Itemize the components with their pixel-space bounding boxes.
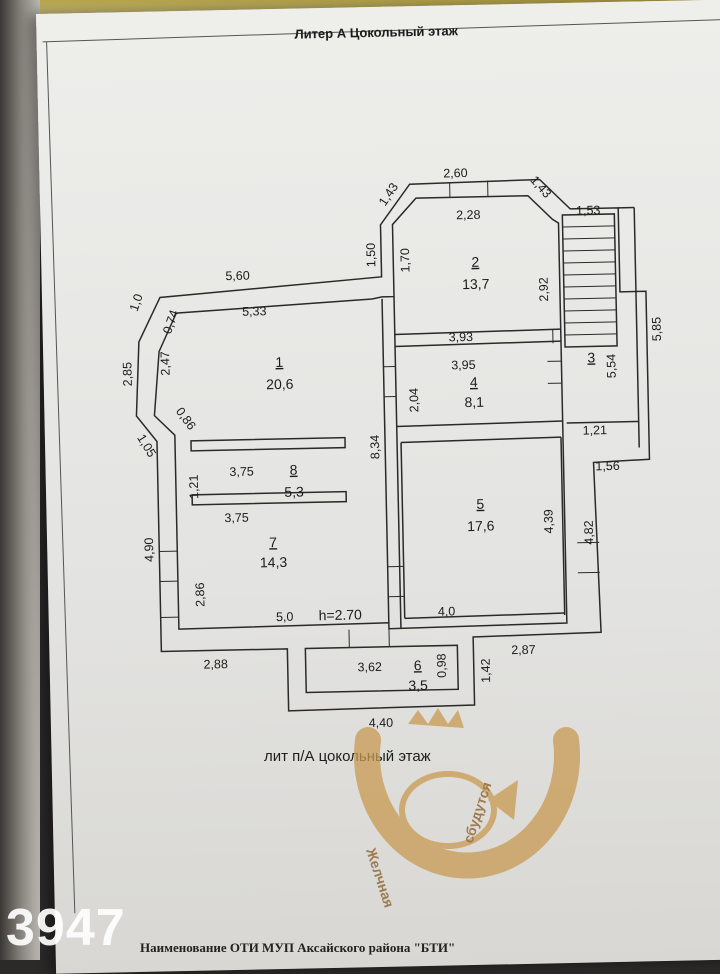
dim-label: 3,75 [229,465,254,480]
dimension-labels: 2,60 1,43 1,43 1,53 2,28 1,70 1,50 5,60 … [116,162,672,735]
wall-room8-bottom [192,492,346,505]
stair-tread [565,322,617,323]
stair-tread [563,226,615,227]
dim-label: 1,56 [595,459,620,474]
room-8-area: 5,3 [284,483,304,499]
room-7-number: 7 [269,534,277,550]
horseshoe-icon [367,740,567,866]
dim-label: 2,85 [120,362,135,387]
dim-label: 5,33 [242,304,267,319]
dim-label: 2,86 [193,582,208,607]
adjacent-page [0,0,40,960]
wall-room5-left [401,442,405,618]
dim-label: 1,43 [528,173,555,201]
room-1-area: 20,6 [266,376,294,393]
room-1-number: 1 [275,354,283,370]
stair-outer-line [634,208,639,448]
wall-room5-bottom [405,613,565,618]
horseshoe-stamp: Желчная сбудутся [338,700,598,950]
wall-room8-top [191,438,345,451]
stair-tread [564,298,616,299]
stair-tread [564,310,616,311]
dim-label: 3,62 [357,660,382,675]
dim-label: 2,04 [407,388,422,413]
dim-label: 1,43 [376,180,401,208]
room-2-number: 2 [471,254,479,270]
dim-label: 0,98 [434,653,449,678]
room-5-number: 5 [476,496,484,512]
dim-label: 4,0 [438,604,456,618]
stair-treads [563,226,617,335]
room-5-area: 17,6 [467,518,495,535]
room-3-number: 3 [587,349,595,365]
dim-label: 2,28 [456,208,481,223]
dim-label: 3,75 [224,511,249,526]
dim-label: 0,74 [160,308,181,336]
dim-label: 4,90 [142,537,157,562]
wall-center-b [382,299,389,623]
staircase-frame [562,214,617,347]
ceiling-height: h=2.70 [318,606,362,623]
room-8-number: 8 [290,462,298,478]
dim-label: 2,88 [203,657,228,672]
dim-label: 1,50 [364,243,379,268]
dim-label: 1,21 [187,474,202,499]
room-7-area: 14,3 [260,554,288,571]
dim-label: 2,60 [443,166,468,181]
dim-label: 4,39 [541,509,556,534]
room-labels: 1 20,6 2 13,7 3 4 8,1 5 17,6 6 3,5 7 14,… [254,251,603,696]
stair-tread [564,286,616,287]
inner-wall [150,195,567,633]
dim-label: 1,05 [134,432,159,460]
room-6-area: 3,5 [408,677,428,693]
wall-2-4b [395,341,561,346]
dim-label: 1,42 [479,658,494,683]
dim-label: 5,60 [225,269,250,284]
room-4-number: 4 [470,374,478,390]
stamp-text-left: Желчная [363,845,398,909]
dim-label: 5,0 [276,610,294,624]
wall-4-5b [401,437,561,442]
dim-label: 2,87 [511,643,536,658]
crown-icon [408,708,464,728]
plan-title: Литер А Цокольный этаж [294,23,459,41]
dim-label: 1,0 [127,292,146,313]
dim-label: 3,93 [449,330,474,345]
room-4-area: 8,1 [464,394,484,410]
dim-label: 3,95 [451,358,476,373]
walls [132,177,655,714]
dim-label: 2,92 [537,277,552,302]
dim-label: 0,86 [173,405,199,433]
room-2-area: 13,7 [462,276,490,293]
stair-tread [565,334,617,335]
dim-label: 8,34 [368,435,383,460]
dim-label: 5,85 [649,317,664,342]
stair-tread [563,262,615,263]
stamp-text-right: сбудутся [460,780,495,845]
wall-2-4 [395,329,561,334]
dim-label: 2,47 [158,351,173,376]
dim-label: 4,82 [582,520,597,545]
page-border-left [47,42,75,914]
dim-label: 1,21 [583,423,608,438]
stair-tread [563,250,615,251]
room-6-number: 6 [414,657,422,673]
dim-label: 1,70 [398,248,413,273]
dim-label: 5,54 [604,354,619,379]
listing-id-watermark: 3947 [6,898,126,958]
dim-label: 1,53 [576,203,601,218]
stair-tread [564,274,616,275]
stair-tread [563,238,615,239]
wall-4-5 [397,421,563,426]
